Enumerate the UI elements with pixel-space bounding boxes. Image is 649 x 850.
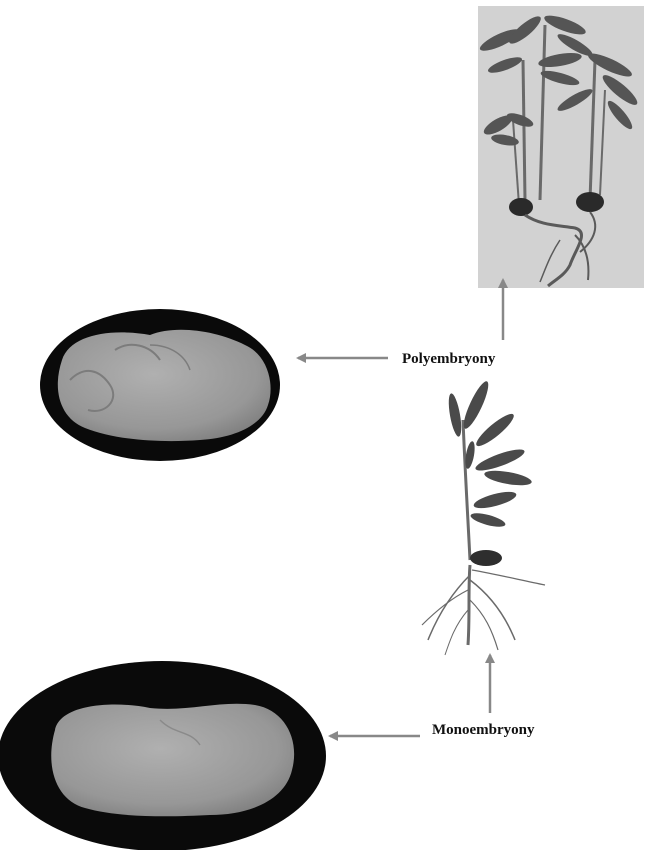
monoembryonic-seed-photo [0,661,326,850]
polyembryony-label: Polyembryony [402,351,495,368]
polyembryonic-seed-photo [40,309,280,461]
monoembryonic-seedling-photo [422,379,545,655]
monoembryony-label: Monoembryony [432,722,535,739]
polyembryonic-seedlings-photo [478,6,644,288]
